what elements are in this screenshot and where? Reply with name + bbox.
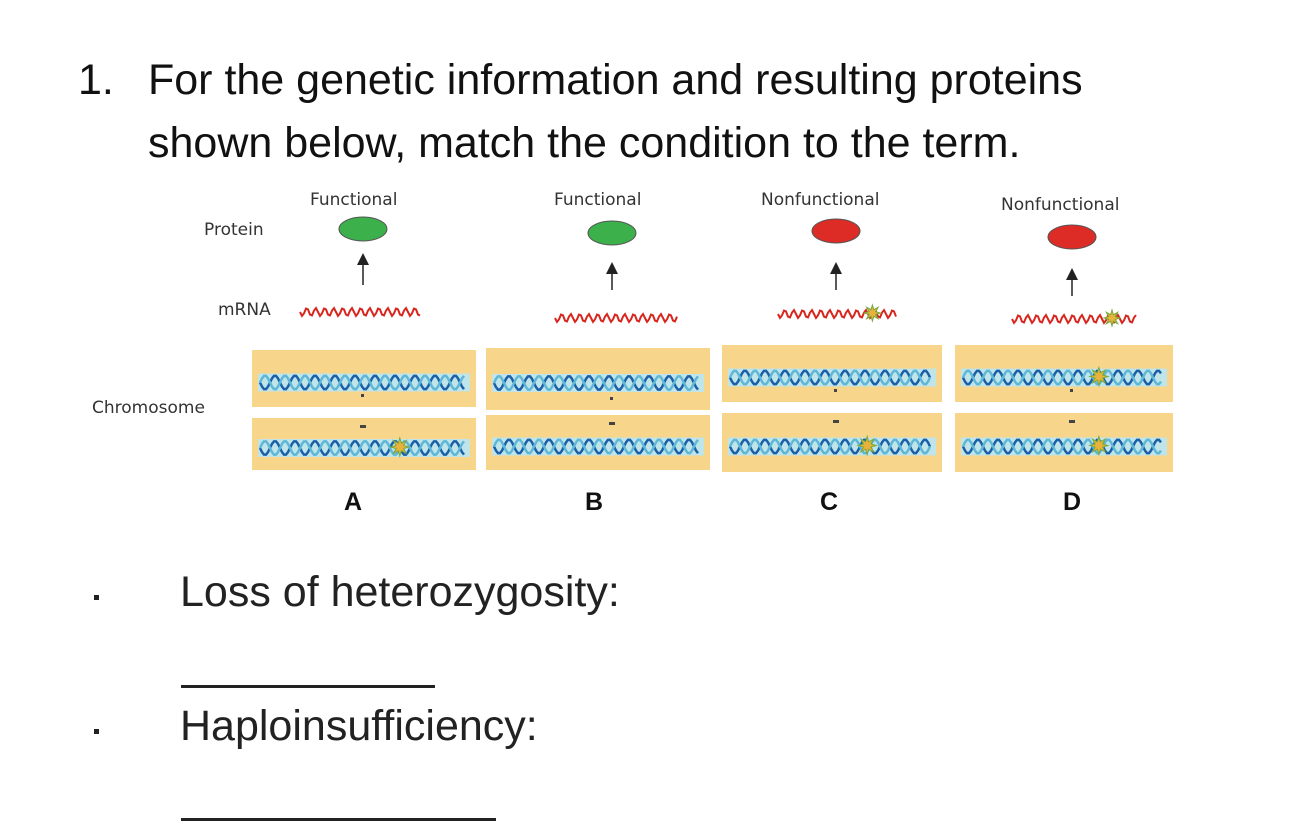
mrna-b — [554, 312, 678, 324]
row-label-chromosome: Chromosome — [92, 398, 205, 418]
centromere-dot-bottom-d — [1069, 420, 1075, 423]
chromosome-bottom-c-mutation — [856, 434, 879, 457]
status-label-b: Functional — [554, 190, 642, 210]
chromosome-bottom-b-strand-2 — [492, 438, 699, 455]
centromere-dot-bottom-a — [360, 425, 366, 428]
centromere-dot-top-d — [1070, 389, 1073, 392]
bullet-2 — [94, 729, 99, 734]
question-text-line-2: shown below, match the condition to the … — [148, 119, 1021, 167]
chromosome-bottom-a-mutation — [388, 436, 411, 458]
status-label-c: Nonfunctional — [761, 190, 880, 210]
chromosome-top-d-strand-2 — [961, 369, 1162, 386]
status-label-d: Nonfunctional — [1001, 195, 1120, 215]
column-label-b: B — [585, 488, 604, 516]
answer-blank-2[interactable] — [181, 818, 496, 821]
chromosome-top-d-strand-1 — [961, 369, 1162, 386]
chromosome-top-c-band — [728, 368, 936, 387]
centromere-dot-top-b — [610, 397, 613, 400]
column-label-c: C — [820, 488, 839, 516]
protein-c — [811, 218, 861, 244]
chromosome-top-d-mutation — [1088, 365, 1110, 388]
centromere-dot-bottom-b — [609, 422, 615, 425]
centromere-dot-top-a — [361, 394, 364, 397]
answer-blank-1[interactable] — [181, 685, 435, 688]
chromosome-bottom-d-mutation — [1088, 434, 1110, 457]
term-haploinsufficiency: Haploinsufficiency: — [180, 702, 538, 750]
column-label-d: D — [1063, 488, 1082, 516]
question-number: 1. — [78, 56, 114, 104]
centromere-dot-bottom-c — [833, 420, 839, 423]
column-label-a: A — [344, 488, 363, 516]
chromosome-top-a-strand-2 — [258, 374, 465, 391]
chromosome-top-b-strand-2 — [492, 375, 699, 391]
protein-b — [587, 220, 637, 246]
row-label-mrna: mRNA — [218, 300, 271, 320]
question-text-line-1: For the genetic information and resultin… — [148, 56, 1083, 104]
term-loss-of-heterozygosity: Loss of heterozygosity: — [180, 568, 620, 616]
centromere-dot-top-c — [834, 389, 837, 392]
status-label-a: Functional — [310, 190, 398, 210]
protein-a — [338, 216, 388, 242]
mrna-mutation-c — [862, 303, 883, 323]
chromosome-bottom-c-band — [728, 437, 936, 456]
mrna-mutation-d — [1102, 308, 1122, 328]
chromosome-bottom-a-strand-2 — [258, 440, 465, 456]
chromosome-top-c-strand-2 — [728, 369, 932, 386]
row-label-protein: Protein — [204, 220, 264, 240]
bullet-1 — [94, 595, 99, 600]
chromosome-bottom-d-strand-2 — [961, 438, 1162, 455]
chromosome-bottom-d-strand-1 — [961, 438, 1162, 455]
protein-d — [1047, 224, 1097, 250]
mrna-a — [299, 306, 421, 318]
chromosome-bottom-c-strand-2 — [728, 438, 932, 455]
